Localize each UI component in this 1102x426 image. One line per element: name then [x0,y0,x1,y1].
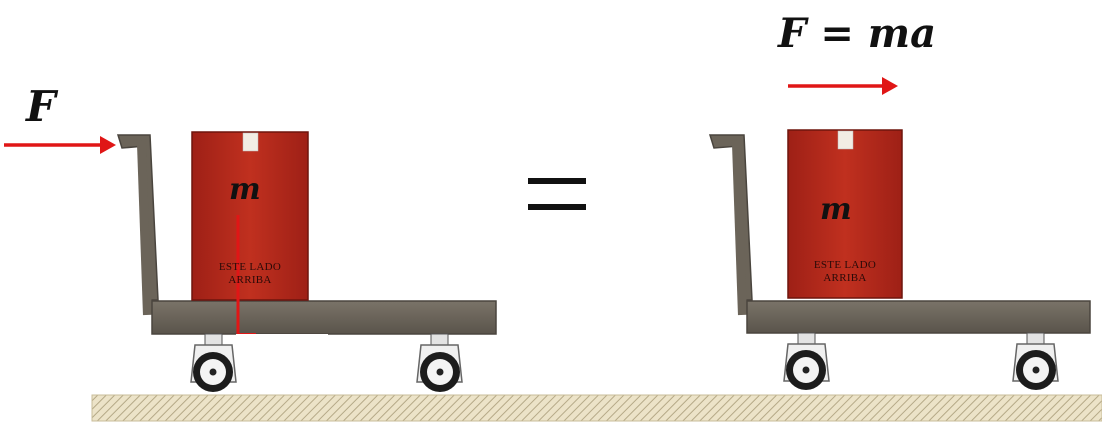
right-box-text: ESTE LADO ARRIBA [790,259,900,285]
right-cart-wheel-front [783,332,830,390]
left-box-text-line1: ESTE LADO [218,261,282,273]
right-mass-label: m [820,192,852,227]
equals-sign [528,178,586,214]
left-mass-label: m [229,172,261,207]
applied-force-arrow [4,136,116,154]
equation-label: F = ma [778,10,937,57]
floor [91,394,1102,422]
left-cart-wheel-front [190,333,237,392]
left-box-text: ESTE LADO ARRIBA [196,261,304,287]
left-cart [116,131,497,392]
right-cart [708,129,1091,390]
right-box [787,129,903,299]
right-box-text-line2: ARRIBA [823,272,867,284]
acceleration-arrow [788,77,898,95]
right-cart-wheel-back [1012,332,1059,390]
force-label: F [26,82,56,131]
left-box-text-line2: ARRIBA [228,274,272,286]
right-box-text-line1: ESTE LADO [813,259,877,271]
left-cart-wheel-back [416,333,463,392]
left-box [191,131,309,301]
